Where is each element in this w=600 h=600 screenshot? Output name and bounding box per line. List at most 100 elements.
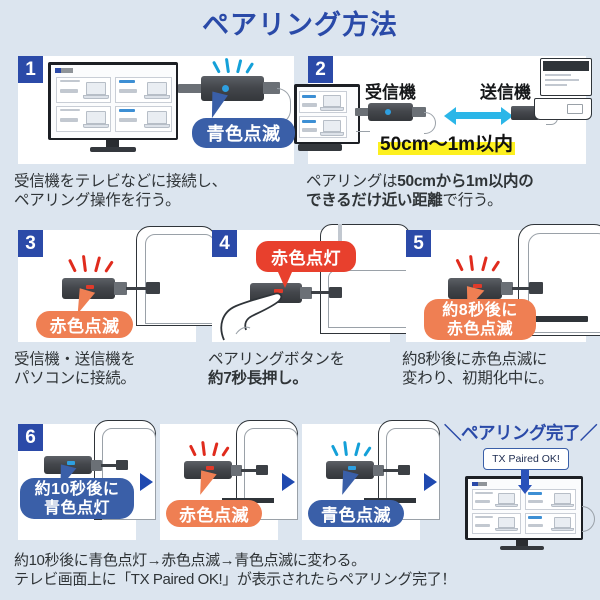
step-2-panel: 2 受信機 送信機	[294, 56, 592, 164]
device-stub	[474, 499, 490, 503]
step-3-caption: 受信機・送信機を パソコンに接続。	[14, 350, 204, 388]
step-1-badge: 青色点滅	[192, 118, 295, 148]
step-4-caption-line2: 約7秒長押し。	[208, 369, 398, 388]
page-title: ペアリング方法	[202, 10, 398, 40]
device-stub	[527, 523, 543, 527]
step-5-caption-line2: 変わり、初期化中に。	[402, 370, 554, 387]
led-indicator-red	[473, 284, 482, 288]
step-3-badge-label: 赤色点滅	[49, 317, 120, 336]
step-1-number: 1	[18, 56, 43, 83]
device-stub	[59, 117, 78, 122]
cable-connector	[329, 287, 342, 298]
laptop-thumb-base	[82, 94, 109, 99]
cable-connector	[231, 465, 242, 476]
distance-arrow-icon	[444, 106, 513, 125]
step-6-badge-3-label: 青色点滅	[321, 506, 391, 525]
laptop-thumb	[85, 110, 106, 124]
step-6-badge-2: 赤色点滅	[166, 500, 262, 527]
step-4-caption-bold: 約7秒長押し。	[208, 370, 308, 387]
status-bar	[527, 515, 542, 519]
step-2-caption-bold1: 50cmから1m以内の	[397, 173, 534, 190]
receiver-dongle	[448, 278, 502, 299]
cable-connector	[146, 282, 160, 294]
status-bar	[474, 515, 493, 518]
laptop-screen	[540, 58, 592, 96]
receiver-dongle	[326, 461, 374, 479]
led-indicator-blue	[222, 85, 229, 92]
laptop-thumb-base	[143, 94, 170, 99]
step-2-caption-post: で行う。	[442, 192, 503, 209]
tx-paired-message: TX Paired OK!	[492, 453, 560, 465]
laptop-thumb-base	[494, 527, 518, 531]
usb-cable	[241, 469, 257, 472]
laptop-inner-edge	[528, 233, 600, 333]
cable-connector	[355, 108, 369, 116]
laptop-thumb-base	[143, 123, 170, 128]
step-2-caption-line1: ペアリングは50cmから1m以内の	[306, 172, 598, 191]
step-4-caption: ペアリングボタンを 約7秒長押し。	[208, 350, 398, 388]
step-1-caption: 受信機をテレビなどに接続し、 ペアリング操作を行う。	[14, 172, 304, 210]
desk-edge	[512, 316, 588, 322]
distance-value: 50cm〜1m以内	[378, 129, 516, 156]
usb-cable	[582, 506, 595, 532]
step-1-caption-line1: 受信機をテレビなどに接続し、	[14, 173, 227, 190]
laptop-thumb-base	[550, 527, 574, 531]
led-indicator-red	[206, 466, 214, 470]
step-1-caption-line2: ペアリング操作を行う。	[14, 192, 181, 209]
step-5-badge-line2: 赤色点滅	[446, 320, 513, 338]
tv-stand-base	[500, 546, 544, 550]
tv-screen	[296, 86, 358, 142]
step-1-panel: 1	[18, 56, 295, 164]
device-stub	[301, 102, 317, 107]
step-6-badge-1: 約10秒後に 青色点灯	[20, 478, 134, 519]
laptop-illustration	[534, 58, 592, 138]
step-4-caption-line1: ペアリングボタンを	[208, 351, 345, 368]
step-5-badge: 約8秒後に 赤色点滅	[424, 299, 536, 340]
status-bar	[301, 94, 316, 98]
brand-logo-icon	[54, 67, 73, 73]
laptop-inner-edge	[102, 428, 156, 520]
status-bar	[118, 108, 135, 112]
bottom-caption-line1: 約10秒後に青色点灯→赤色点滅→青色点滅に変わる。	[14, 552, 366, 569]
step-6-number: 6	[18, 424, 43, 451]
laptop-thumb	[146, 81, 167, 95]
laptop-inner-edge	[244, 428, 298, 520]
step-6-sub-panel-3: 青色点滅	[302, 420, 440, 540]
laptop-inner-edge	[328, 270, 410, 328]
device-stub	[527, 499, 543, 503]
usb-cable	[383, 469, 399, 472]
usb-cable	[126, 287, 148, 290]
transmitter-label: 送信機	[480, 83, 531, 102]
laptop-thumb	[322, 119, 341, 132]
cable-connector	[412, 107, 426, 117]
bottom-caption: 約10秒後に青色点灯→赤色点滅→青色点滅に変わる。 テレビ画面上に「TX Pai…	[14, 551, 456, 589]
laptop-thumb-base	[82, 123, 109, 128]
cable-connector	[398, 465, 410, 475]
cable-connector	[114, 282, 127, 295]
led-indicator-blue	[348, 466, 356, 470]
step-5-panel: 5 約8秒後に 赤色点滅	[406, 224, 600, 342]
cable-connector	[263, 82, 280, 94]
tv-screen	[50, 64, 176, 138]
callout-stem	[521, 470, 529, 486]
laptop-inner-edge	[145, 234, 215, 324]
laptop-thumb	[146, 110, 167, 124]
tx-paired-callout: TX Paired OK!	[483, 448, 569, 470]
step-5-caption: 約8秒後に赤色点滅に 変わり、初期化中に。	[402, 350, 598, 388]
step-2-caption-line2: できるだけ近い距離で行う。	[306, 191, 598, 210]
status-bar	[527, 491, 542, 495]
status-bar	[59, 79, 80, 82]
tv-illustration	[48, 62, 178, 140]
step-6-badge-3: 青色点滅	[308, 500, 404, 527]
status-bar	[301, 119, 316, 123]
device-stub	[301, 127, 317, 132]
step-3-caption-line2: パソコンに接続。	[14, 370, 136, 387]
tv-illustration-final	[465, 476, 583, 540]
flow-arrow-3-icon	[424, 473, 437, 491]
step-5-caption-line1: 約8秒後に赤色点滅に	[402, 351, 548, 368]
laptop-trackpad	[567, 104, 583, 114]
step-3-panel: 3 赤色点滅	[18, 226, 216, 342]
laptop-thumb	[553, 516, 571, 528]
usb-cable	[101, 464, 117, 467]
laptop-thumb	[322, 94, 341, 107]
